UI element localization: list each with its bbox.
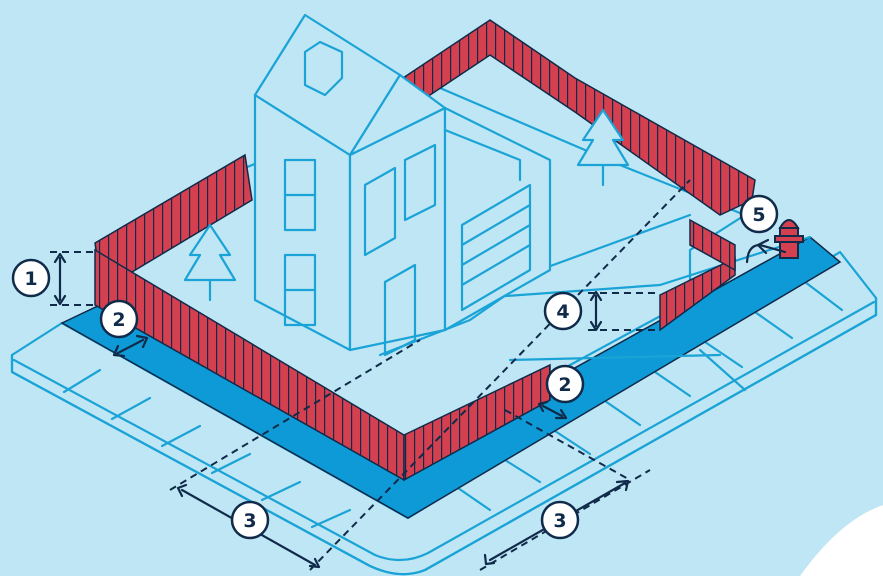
front-door xyxy=(383,263,417,357)
svg-text:2: 2 xyxy=(112,309,125,331)
sidewalk-joints xyxy=(62,280,844,529)
callout-badge-3: 3 xyxy=(230,500,270,540)
fence-back xyxy=(399,19,756,216)
svg-text:1: 1 xyxy=(24,268,37,290)
callout-badge-2: 2 xyxy=(545,364,585,404)
svg-text:4: 4 xyxy=(556,301,569,323)
svg-text:3: 3 xyxy=(553,510,566,532)
callout-badge-5: 5 xyxy=(739,194,779,234)
garage-door xyxy=(460,183,532,312)
svg-text:3: 3 xyxy=(243,510,256,532)
fence-front-right xyxy=(403,363,551,482)
callout-badge-1: 1 xyxy=(11,258,51,298)
tree-icon xyxy=(576,108,630,187)
callout-badge-2: 2 xyxy=(99,299,139,339)
fence-right-corner xyxy=(689,218,736,272)
callout-badge-4: 4 xyxy=(543,291,583,331)
tree-icon xyxy=(183,223,237,302)
svg-text:5: 5 xyxy=(752,204,765,226)
fence-right-front xyxy=(659,256,736,332)
house xyxy=(253,13,552,357)
background-corner-shape xyxy=(800,505,883,576)
fire-hydrant-icon xyxy=(774,219,804,259)
callout-badge-3: 3 xyxy=(540,500,580,540)
chimney xyxy=(303,40,344,97)
house-windows xyxy=(283,143,437,327)
svg-text:2: 2 xyxy=(558,374,571,396)
